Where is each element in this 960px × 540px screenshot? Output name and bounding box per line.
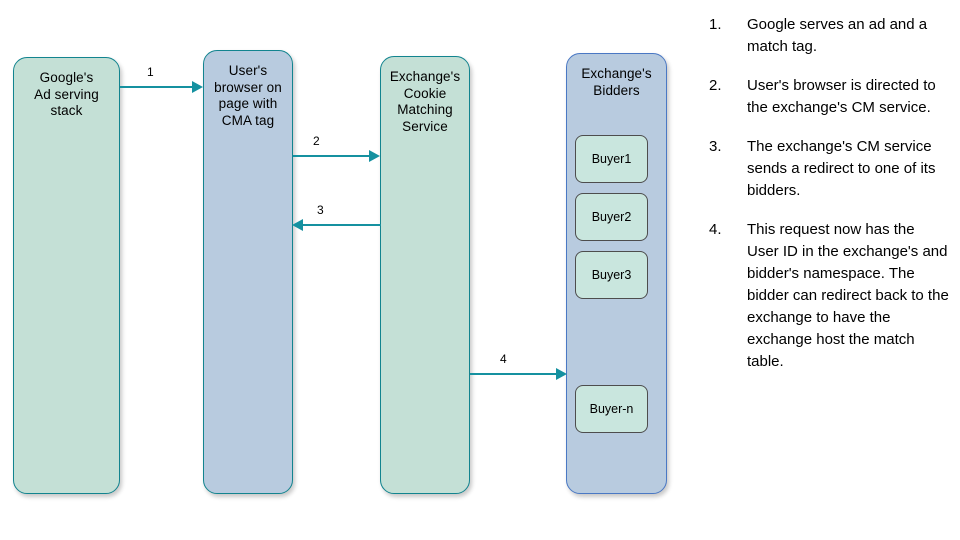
legend-item-4: 4. This request now has the User ID in t…: [709, 219, 949, 373]
buyer-box-1[interactable]: Buyer1: [575, 135, 648, 183]
arrow-2-number: 2: [313, 134, 320, 148]
node-exchange-cookie-matching-service[interactable]: Exchange's Cookie Matching Service: [380, 56, 470, 494]
arrow-4-line: [470, 373, 558, 375]
legend-item-2: 2. User's browser is directed to the exc…: [709, 75, 949, 119]
node-label: Exchange's Cookie Matching Service: [389, 69, 461, 134]
legend-item-text: User's browser is directed to the exchan…: [747, 77, 936, 116]
arrow-2-head-icon: [369, 150, 380, 162]
arrow-3-line: [303, 224, 381, 226]
arrow-1-head-icon: [192, 81, 203, 93]
node-label: User's browser on page with CMA tag: [214, 63, 282, 128]
legend-item-text: This request now has the User ID in the …: [747, 221, 949, 370]
buyer-label: Buyer1: [591, 152, 632, 166]
arrow-1-line: [120, 86, 195, 88]
legend-item-number: 1.: [709, 16, 722, 33]
buyer-label: Buyer2: [591, 210, 632, 224]
arrow-1-number: 1: [147, 65, 154, 79]
buyer-box-3[interactable]: Buyer3: [575, 251, 648, 299]
legend-item-number: 3.: [709, 138, 722, 155]
legend-item-1: 1. Google serves an ad and a match tag.: [709, 14, 949, 58]
buyer-box-n[interactable]: Buyer-n: [575, 385, 648, 433]
node-label: Google's Ad serving stack: [34, 70, 99, 118]
buyer-label: Buyer-n: [589, 402, 634, 416]
arrow-4-number: 4: [500, 352, 507, 366]
node-user-browser[interactable]: User's browser on page with CMA tag: [203, 50, 293, 494]
legend-item-number: 2.: [709, 77, 722, 94]
node-google-ad-serving-stack[interactable]: Google's Ad serving stack: [13, 57, 120, 494]
legend-item-number: 4.: [709, 221, 722, 238]
legend-item-3: 3. The exchange's CM service sends a red…: [709, 136, 949, 202]
node-label: Exchange's Bidders: [581, 66, 652, 98]
arrow-2-line: [293, 155, 372, 157]
arrow-4-head-icon: [556, 368, 567, 380]
legend-item-text: The exchange's CM service sends a redire…: [747, 138, 936, 199]
arrow-3-number: 3: [317, 203, 324, 217]
buyer-label: Buyer3: [591, 268, 632, 282]
legend-item-text: Google serves an ad and a match tag.: [747, 16, 928, 55]
buyer-box-2[interactable]: Buyer2: [575, 193, 648, 241]
legend-list: 1. Google serves an ad and a match tag. …: [709, 14, 949, 390]
arrow-3-head-icon: [292, 219, 303, 231]
